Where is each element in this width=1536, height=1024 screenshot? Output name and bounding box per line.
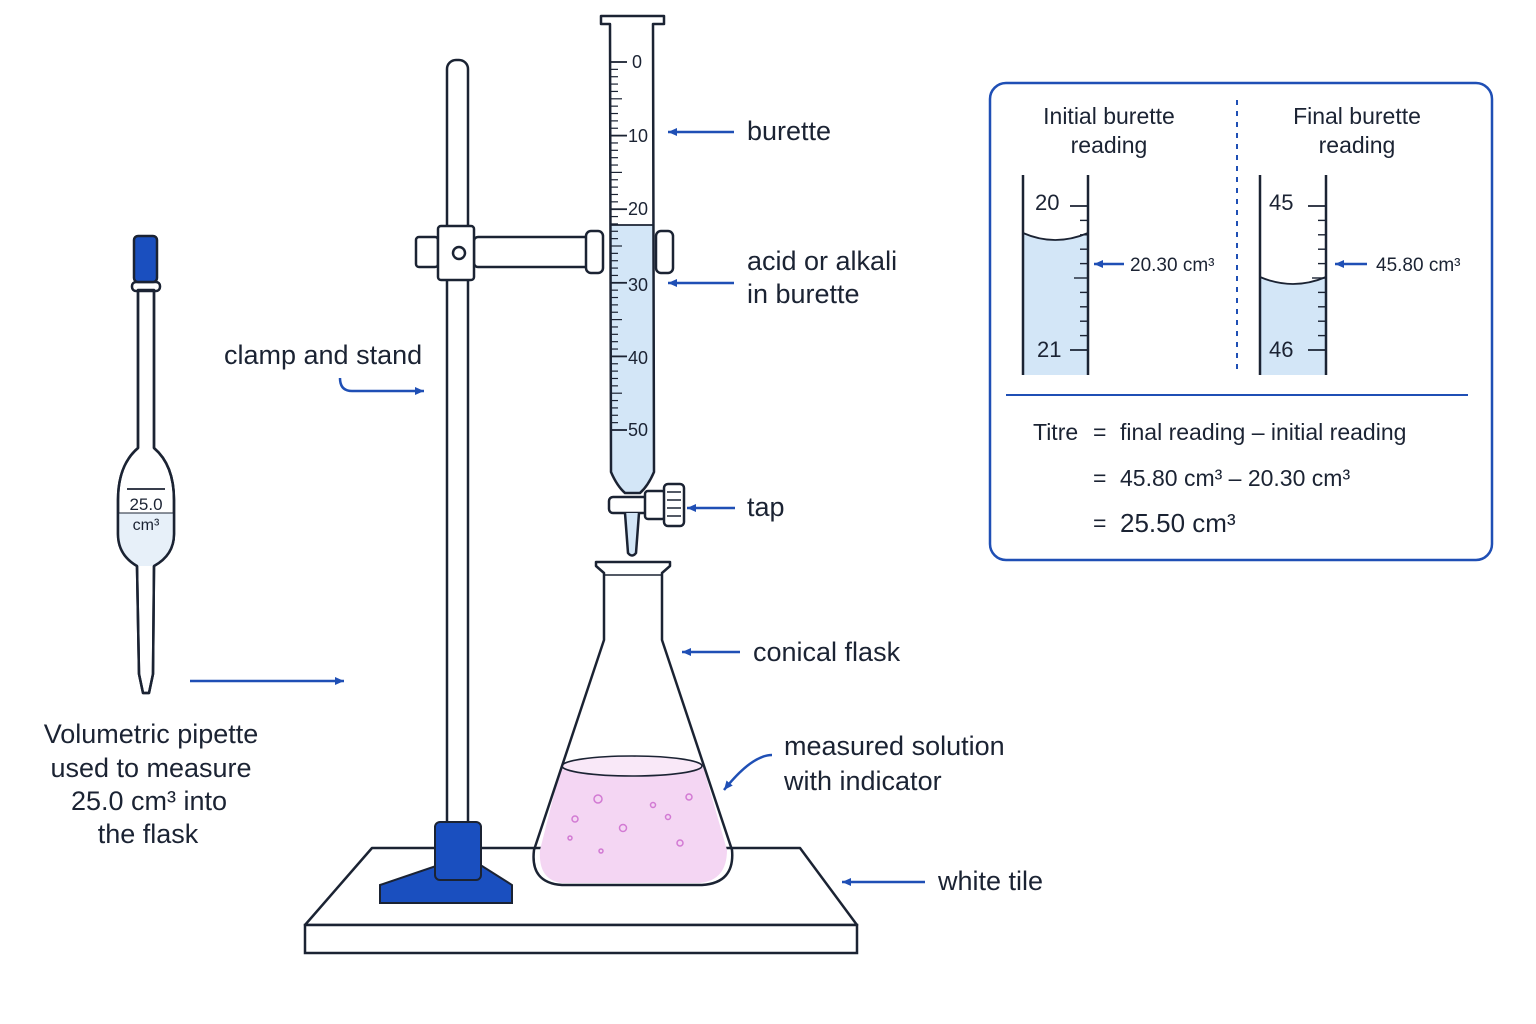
stand — [379, 58, 513, 904]
label-arrows — [190, 128, 925, 886]
bubble — [664, 813, 672, 821]
final-top-tick: 45 — [1269, 190, 1293, 215]
initial-value: 20.30 cm³ — [1130, 255, 1214, 276]
burette-scale-label: 10 — [628, 126, 648, 146]
burette-label: burette — [747, 116, 831, 146]
pipette-label-line1: Volumetric pipette — [44, 719, 259, 749]
equals-sign: = — [1093, 419, 1106, 445]
bubble — [571, 815, 579, 823]
equals-sign: = — [1093, 510, 1106, 536]
equals-sign: = — [1093, 465, 1106, 491]
pipette-label-line4: the flask — [98, 819, 199, 849]
pipette-bulb-value: 25.0 — [129, 495, 162, 514]
titre-formula: final reading – initial reading — [1120, 419, 1406, 445]
tap-label: tap — [747, 492, 785, 522]
initial-graduations — [1070, 205, 1088, 351]
solution-label-line2: with indicator — [783, 766, 942, 796]
final-title-line1: Final burette — [1293, 103, 1421, 129]
pipette-bulb-unit: cm³ — [133, 517, 160, 534]
readings-panel: Initial burette reading 20 21 20.30 cm³ … — [988, 81, 1494, 562]
bubble — [649, 801, 657, 809]
initial-title-line1: Initial burette — [1043, 103, 1175, 129]
solution-label-line1: measured solution — [784, 731, 1005, 761]
burette-tap — [607, 482, 686, 528]
titre-calculation: Titre = final reading – initial reading … — [1033, 419, 1406, 538]
bubble — [618, 823, 628, 833]
burette-scale-label: 40 — [628, 348, 648, 368]
conical-flask — [532, 560, 734, 887]
final-value: 45.80 cm³ — [1376, 255, 1460, 276]
initial-bottom-tick: 21 — [1037, 337, 1061, 362]
tile-label: white tile — [937, 866, 1043, 896]
volumetric-pipette: 25.0 cm³ — [116, 234, 176, 695]
final-bottom-tick: 46 — [1269, 337, 1293, 362]
bubble — [685, 793, 693, 801]
flask-label: conical flask — [753, 637, 901, 667]
burette-scale: 0 10 20 30 40 50 — [628, 52, 648, 440]
acid-label-line1: acid or alkali — [747, 246, 897, 276]
burette-graduations — [611, 61, 627, 431]
clamp-arrow — [338, 377, 424, 395]
solution-arrow — [723, 753, 773, 791]
final-title-line2: reading — [1319, 132, 1396, 158]
clamp — [414, 224, 675, 282]
initial-title-line2: reading — [1071, 132, 1148, 158]
final-graduations — [1308, 205, 1326, 351]
burette-scale-label: 50 — [628, 420, 648, 440]
bubble — [593, 794, 603, 804]
burette: 0 10 20 30 40 50 — [599, 14, 686, 557]
initial-top-tick: 20 — [1035, 190, 1059, 215]
pipette-label-line3: 25.0 cm³ into — [71, 786, 227, 816]
burette-scale-label: 30 — [628, 275, 648, 295]
titre-substitution: 45.80 cm³ – 20.30 cm³ — [1120, 465, 1350, 491]
final-reading: Final burette reading 45 46 45.80 cm³ — [1258, 103, 1460, 375]
burette-scale-label: 0 — [632, 52, 642, 72]
labels: burette acid or alkali in burette tap cl… — [44, 116, 1043, 896]
titre-result: 25.50 cm³ — [1120, 508, 1236, 538]
titre-word: Titre — [1033, 419, 1078, 445]
acid-label-line2: in burette — [747, 279, 860, 309]
bubble — [598, 848, 604, 854]
bubble — [567, 835, 573, 841]
bubble — [676, 839, 684, 847]
clamp-label: clamp and stand — [224, 340, 422, 370]
burette-scale-label: 20 — [628, 199, 648, 219]
initial-reading: Initial burette reading 20 21 20.30 cm³ — [1021, 103, 1214, 375]
pipette-label-line2: used to measure — [50, 753, 251, 783]
